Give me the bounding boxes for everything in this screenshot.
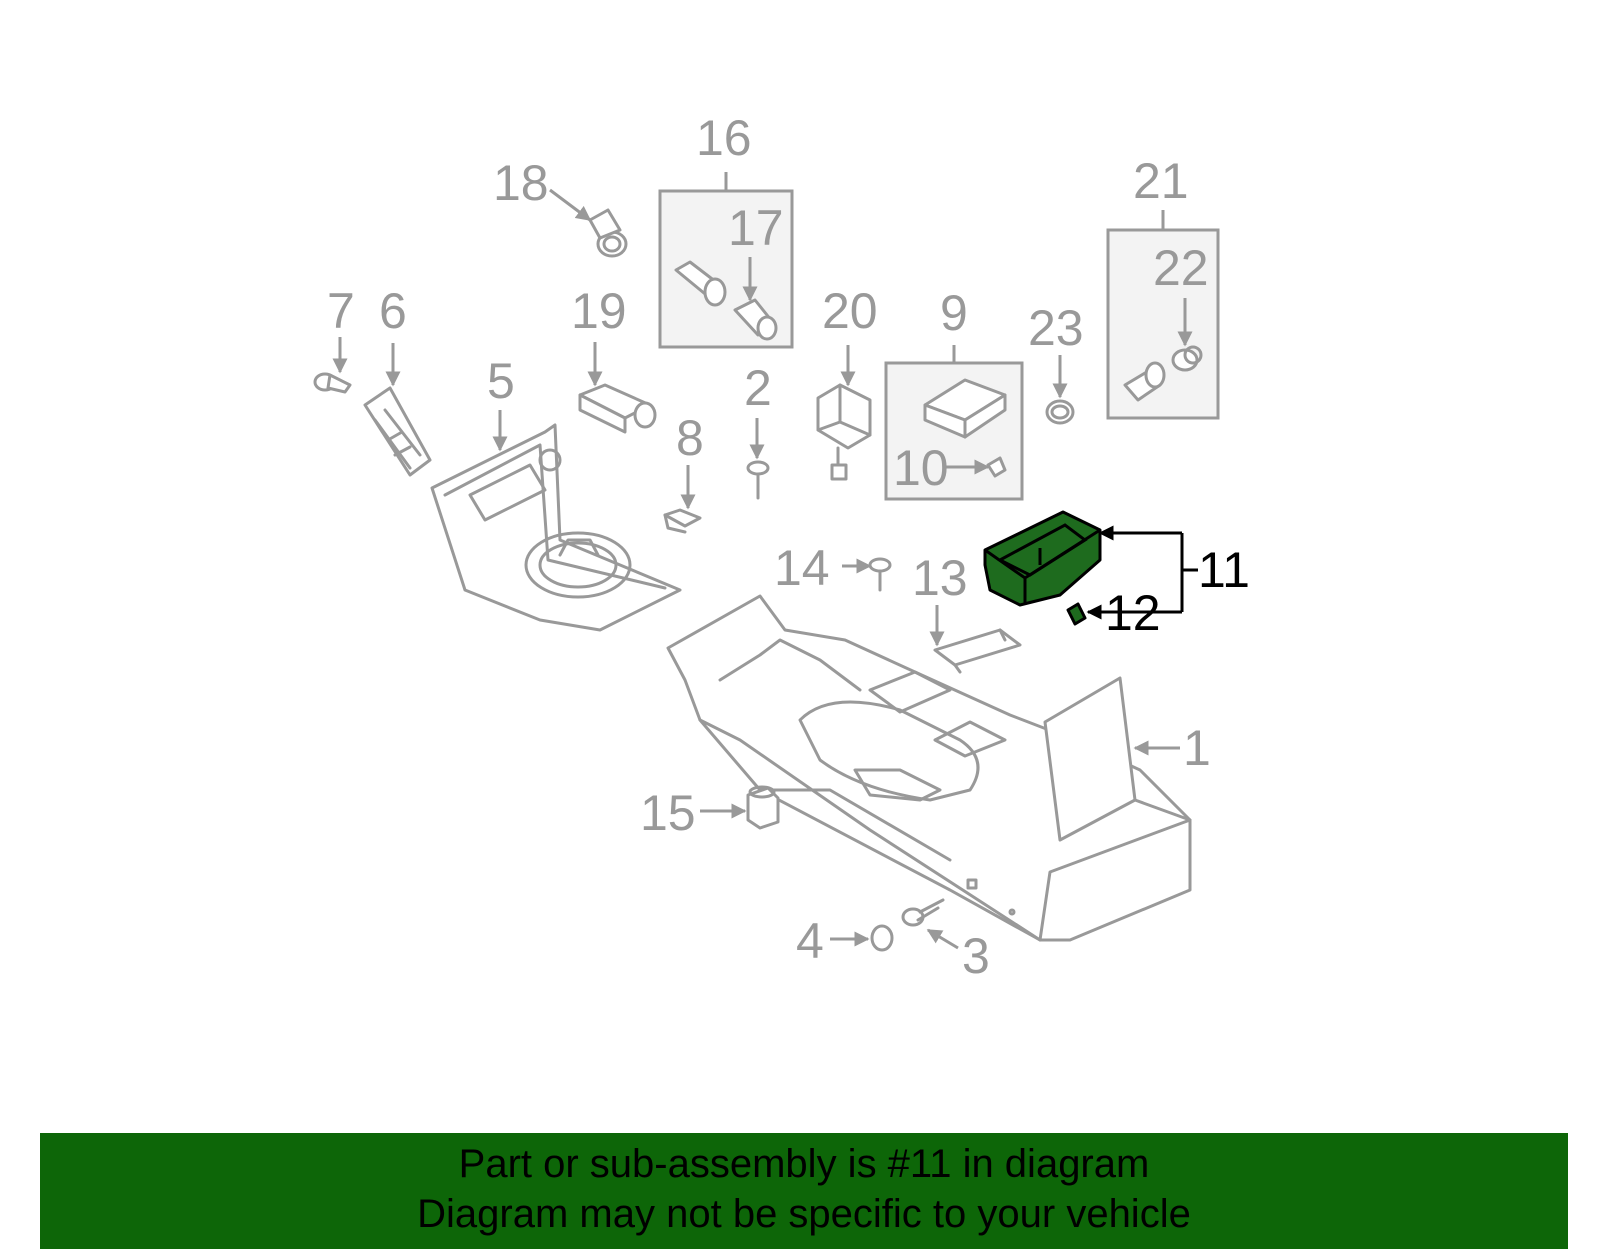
callout-8: 8 — [676, 410, 704, 466]
part-18-socket — [588, 208, 628, 258]
callout-3: 3 — [962, 928, 990, 984]
callout-23: 23 — [1028, 300, 1084, 356]
callout-7: 7 — [327, 283, 355, 339]
info-banner: Part or sub-assembly is #11 in diagram D… — [40, 1133, 1568, 1249]
callout-5: 5 — [487, 353, 515, 409]
part-9-tray — [923, 378, 1007, 439]
callout-6: 6 — [379, 283, 407, 339]
part-8-bulb — [663, 508, 702, 534]
part-20-switch — [816, 383, 872, 481]
part-6-bracket — [363, 386, 432, 477]
part-2-screw — [746, 460, 770, 500]
part-19-switch — [578, 383, 657, 434]
callout-13: 13 — [912, 550, 968, 606]
part-23-ring — [1045, 399, 1075, 425]
callout-15: 15 — [640, 785, 696, 841]
part-10-clip — [986, 456, 1007, 478]
banner-line-disclaimer: Diagram may not be specific to your vehi… — [417, 1192, 1191, 1236]
callout-4: 4 — [796, 913, 824, 969]
callout-11: 11 — [1198, 542, 1250, 598]
callout-1: 1 — [1183, 720, 1211, 776]
banner-line-part: Part or sub-assembly is #11 in diagram — [458, 1142, 1150, 1186]
part-13-bracket — [933, 628, 1022, 674]
part-5-shifter-trim — [430, 423, 682, 632]
callout-22: 22 — [1153, 240, 1209, 296]
part-12-clip — [1066, 602, 1087, 626]
part-11-cupholder — [983, 510, 1102, 607]
callout-19: 19 — [571, 283, 627, 339]
part-14-screw — [868, 557, 892, 592]
callout-10: 10 — [893, 440, 949, 496]
callout-12: 12 — [1105, 585, 1161, 641]
part-7-clip — [313, 372, 352, 394]
part-3-screw — [901, 898, 945, 927]
callout-18: 18 — [493, 155, 549, 211]
part-21-socket — [1123, 361, 1166, 402]
callout-17: 17 — [728, 200, 784, 256]
part-16-lighter — [674, 260, 727, 307]
callout-20: 20 — [822, 283, 878, 339]
part-1-console — [666, 594, 1192, 942]
part-17-insert — [733, 298, 778, 341]
callout-9: 9 — [940, 285, 968, 341]
part-4-plug — [870, 924, 894, 952]
callout-2: 2 — [744, 360, 772, 416]
part-22-cap — [1171, 345, 1203, 372]
callout-16: 16 — [696, 110, 752, 166]
part-15-switch — [746, 785, 780, 830]
callout-21: 21 — [1133, 153, 1189, 209]
callout-14: 14 — [774, 540, 830, 596]
